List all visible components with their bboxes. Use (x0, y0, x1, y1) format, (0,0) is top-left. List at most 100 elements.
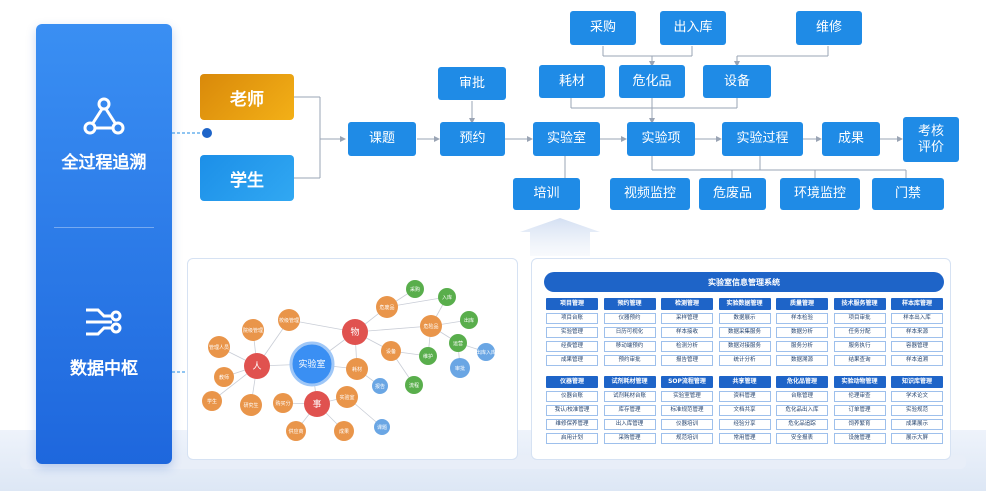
module-item: 采样管理 (661, 313, 713, 324)
module-item: 维修保养管理 (546, 419, 598, 430)
module-item: 数据采集服务 (718, 327, 771, 338)
module-item: 台账管理 (776, 391, 828, 402)
network-node: 成果 (334, 421, 354, 441)
module-item: 标准规范管理 (661, 405, 713, 416)
in-out-box: 出入库 (660, 11, 726, 45)
module-item: 采购管理 (603, 433, 656, 444)
network-node-label: 课题 (377, 424, 387, 431)
module-1-5: 质量管理样本检验数据分析服务分析数据溯源 (776, 298, 828, 366)
module-item: 样本检验 (776, 313, 828, 324)
network-node-label: 危险品 (423, 323, 438, 330)
module-item: 饲养繁育 (833, 419, 886, 430)
module-1-4: 实验数据管理数据展示数据采集服务数据对接服务统计分析 (718, 298, 771, 366)
network-node-label: 管理人员 (209, 344, 229, 351)
module-item: 容器管理 (891, 341, 943, 352)
network-node-label: 事 (312, 398, 321, 410)
module-item: 经验分享 (718, 419, 771, 430)
module-head: 项目管理 (546, 298, 598, 310)
module-item: 项目审批 (833, 313, 886, 324)
module-item: 展示大屏 (891, 433, 943, 444)
assessment-line2: 评价 (917, 139, 944, 155)
hazardous-waste-box: 危废品 (699, 178, 766, 210)
module-item: 移动端预约 (603, 341, 656, 352)
network-node: 课题 (374, 419, 390, 435)
network-node: 事 (304, 391, 330, 417)
network-node: 维护 (419, 347, 437, 365)
module-2-1: 仪器管理仪器台账我认/校准管理维修保养管理启用计划 (546, 376, 598, 444)
network-node-label: 研究生 (243, 402, 258, 409)
network-node: 人 (244, 353, 270, 379)
full-traceability-label: 全过程追溯 (61, 153, 147, 173)
module-item: 报告管理 (661, 355, 713, 366)
network-node-label: 供应商 (288, 428, 303, 435)
network-node-label: 教师 (219, 374, 229, 381)
network-node: 研究生 (240, 394, 262, 416)
network-node-label: 设备 (386, 348, 396, 355)
module-item: 出入库管理 (603, 419, 656, 430)
module-item: 试剂耗材台账 (603, 391, 656, 402)
network-node-label: 学生 (207, 398, 217, 405)
lab-item-box: 实验项 (627, 122, 695, 156)
reserve-box: 预约 (440, 122, 505, 156)
network-node-label: 人 (252, 361, 261, 372)
module-1-2: 预约管理仪器预约日历可视化移动端预约预约审批 (603, 298, 656, 366)
module-head: 预约管理 (603, 298, 656, 310)
module-item: 数据分析 (776, 327, 828, 338)
hazardous-chem-box: 危化品 (619, 65, 685, 98)
env-monitor-box: 环境监控 (780, 178, 860, 210)
module-1-7: 样本库管理样本出入库样本来源容器管理样本追溯 (891, 298, 943, 366)
network-node: 购买分 (273, 393, 293, 413)
network-node-label: 出库入库 (476, 349, 496, 356)
module-item: 实验规范 (891, 405, 943, 416)
network-node: 供应商 (286, 421, 306, 441)
module-head: 检测管理 (661, 298, 713, 310)
module-2-3: SOP流程管理实验室管理标准规范管理仪器培训规范培训 (661, 376, 713, 444)
module-item: 数据展示 (718, 313, 771, 324)
module-item: 设施管理 (833, 433, 886, 444)
module-item: 服务分析 (776, 341, 828, 352)
module-item: 数据溯源 (776, 355, 828, 366)
procure-box: 采购 (570, 11, 636, 45)
module-item: 数据对接服务 (718, 341, 771, 352)
network-node: 设备 (381, 341, 401, 361)
data-hub-label: 数据中枢 (70, 359, 138, 379)
access-control-box: 门禁 (872, 178, 944, 210)
module-item: 统计分析 (718, 355, 771, 366)
module-item: 检测分析 (661, 341, 713, 352)
module-item: 仪器台账 (546, 391, 598, 402)
module-2-7: 知识库管理学术论文实验规范成果展示展示大屏 (891, 376, 943, 444)
module-item: 仪器培训 (661, 419, 713, 430)
module-head: 实验数据管理 (718, 298, 771, 310)
assessment-line1: 考核 (917, 123, 944, 139)
module-1-6: 技术服务管理项目审批任务分配服务执行结果查询 (833, 298, 886, 366)
training-box: 培训 (513, 178, 580, 210)
module-item: 样本接收 (661, 327, 713, 338)
result-box: 成果 (822, 122, 880, 156)
module-head: 样本库管理 (891, 298, 943, 310)
module-item: 预约审批 (603, 355, 656, 366)
network-node: 教师 (214, 367, 234, 387)
lab-process-box: 实验过程 (722, 122, 803, 156)
network-node: 出库 (460, 311, 478, 329)
module-head: 共享管理 (718, 376, 771, 388)
network-node: 校级管理 (278, 309, 300, 331)
equipment-box: 设备 (703, 65, 771, 98)
network-node-label: 报告 (375, 383, 385, 390)
network-node-label: 实验室 (339, 394, 354, 401)
module-item: 仪器预约 (603, 313, 656, 324)
module-head: 试剂耗材管理 (603, 376, 656, 388)
left-column-divider (54, 227, 154, 228)
network-node-label: 实验室 (298, 358, 325, 370)
network-node: 入库 (438, 288, 456, 306)
network-node: 物 (342, 319, 368, 345)
network-node: 实验室 (336, 386, 358, 408)
module-item: 结果查询 (833, 355, 886, 366)
network-node: 运营 (449, 334, 467, 352)
module-item: 实验室管理 (661, 391, 713, 402)
network-node-label: 审批 (455, 365, 465, 372)
module-1-3: 检测管理采样管理样本接收检测分析报告管理 (661, 298, 713, 366)
module-item: 成果展示 (891, 419, 943, 430)
lab-box: 实验室 (533, 122, 600, 156)
